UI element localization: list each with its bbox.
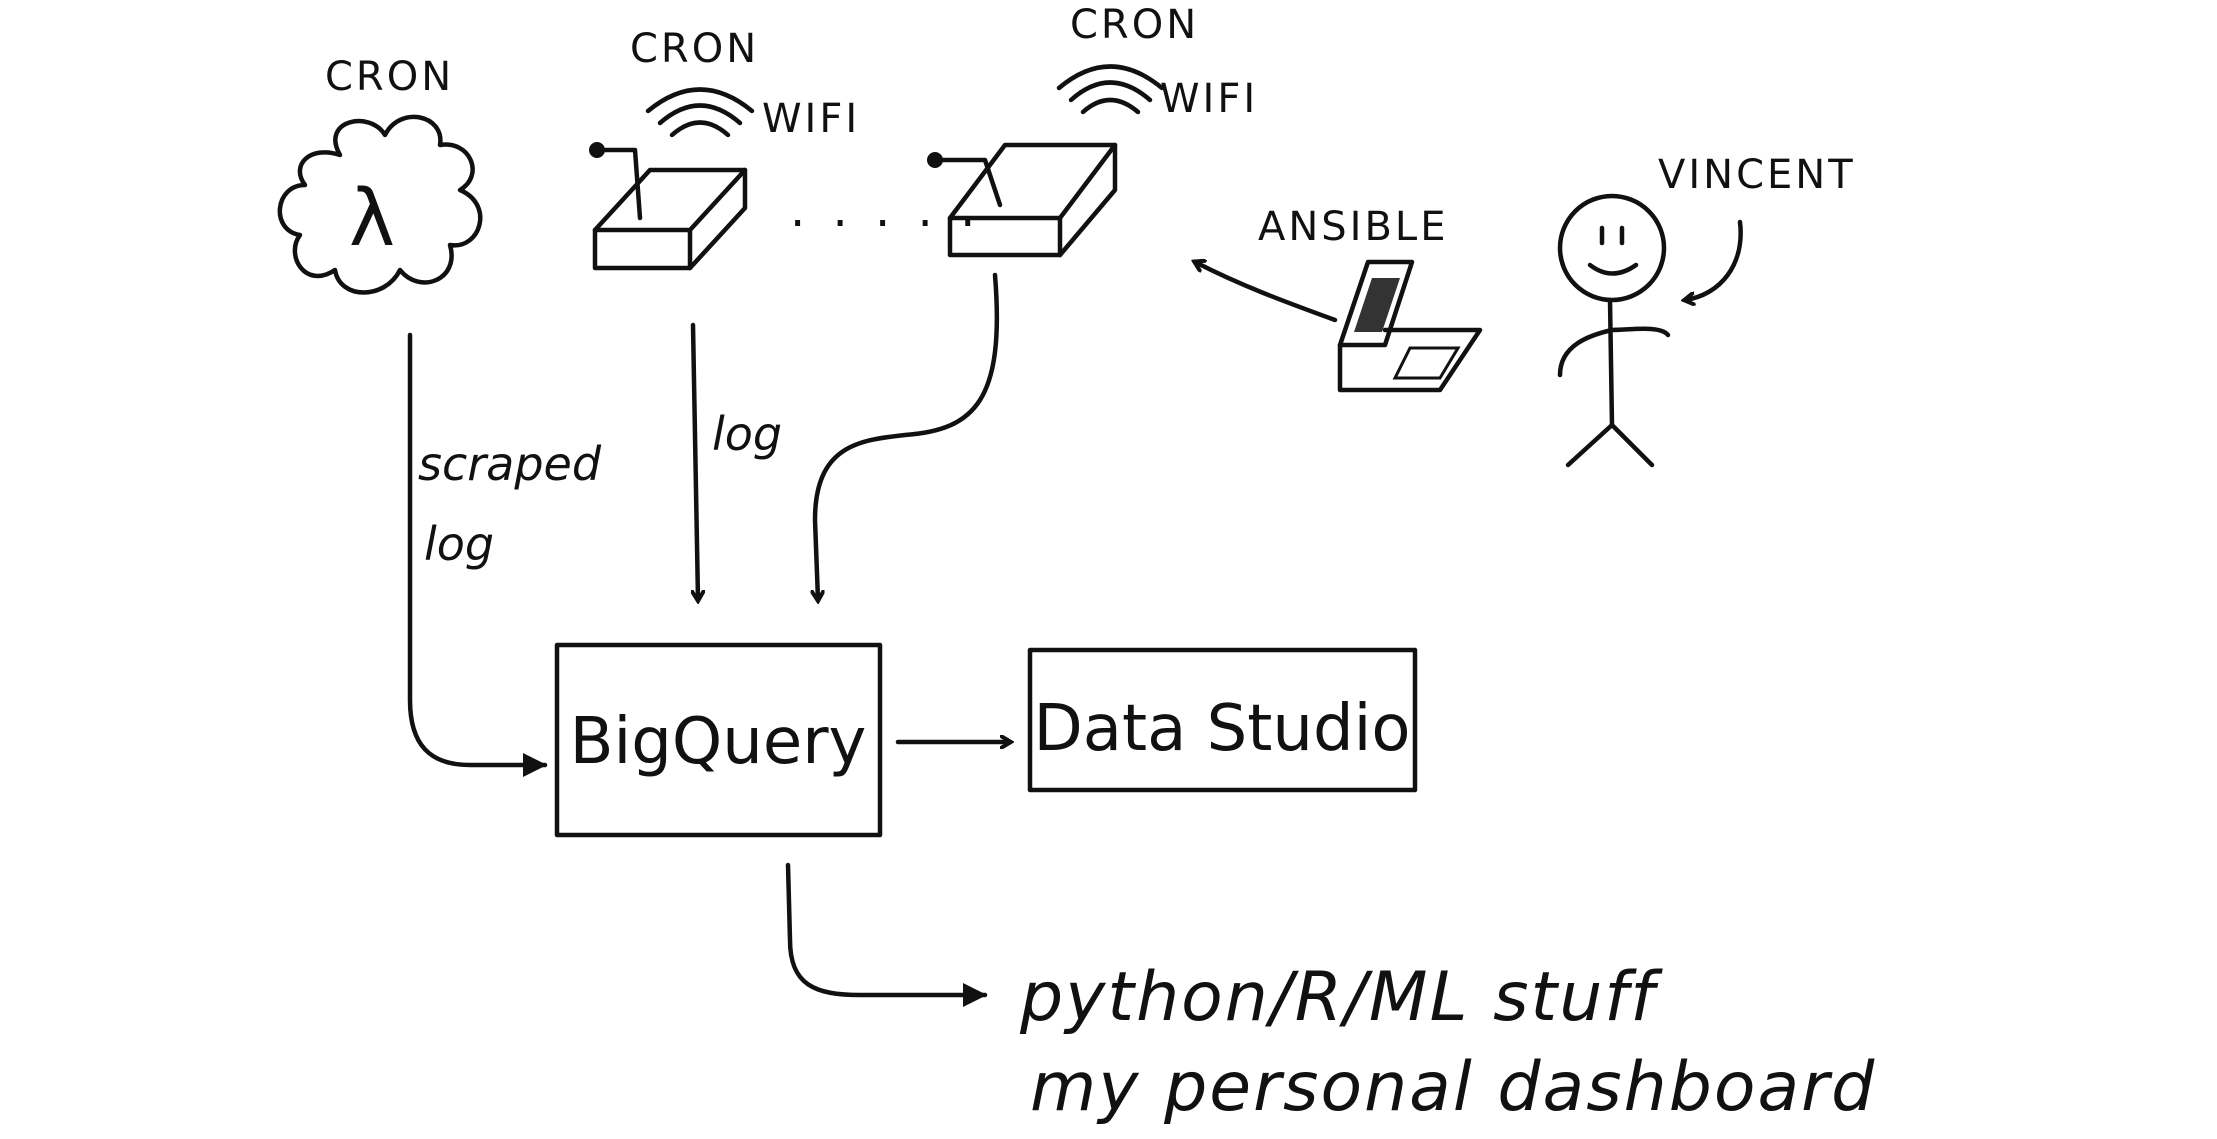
flow-edges	[407, 272, 1010, 1007]
device-node-1: CRON WIFI	[589, 26, 860, 271]
lambda-icon: λ	[349, 174, 395, 264]
ansible-label: ANSIBLE	[1258, 204, 1448, 250]
device1-log-edge	[690, 322, 698, 600]
wifi-icon	[1056, 64, 1165, 115]
cloud-icon	[277, 114, 483, 295]
device-log-edge-label: log	[712, 407, 782, 461]
laptop-icon	[1337, 259, 1483, 393]
cron-label-device-1: CRON	[630, 26, 759, 72]
cron-label-lambda: CRON	[325, 54, 454, 100]
device-node-2: CRON WIFI	[927, 2, 1258, 258]
datastudio-node: Data Studio	[1027, 647, 1418, 793]
bigquery-box	[554, 642, 883, 838]
device-icon	[927, 142, 1118, 258]
lambda-cloud-node: CRON λ	[277, 54, 483, 295]
datastudio-label: Data Studio	[1034, 692, 1411, 766]
ansible-laptop-node: ANSIBLE	[1195, 204, 1483, 393]
vincent-arrow	[1685, 219, 1743, 300]
bigquery-node: BigQuery	[554, 642, 883, 838]
stick-figure-icon	[1557, 193, 1671, 468]
ansible-arrow	[1195, 262, 1338, 323]
bigquery-to-output-edge	[785, 862, 988, 1007]
output-line-1: python/R/ML stuff	[1019, 958, 1663, 1037]
wifi-label-device-2: WIFI	[1160, 76, 1258, 122]
device2-log-edge	[815, 272, 1000, 600]
scraped-edge-label: scraped	[418, 437, 602, 491]
output-line-2: my personal dashboard	[1030, 1048, 1876, 1127]
bigquery-label: BigQuery	[570, 705, 867, 779]
wifi-icon	[645, 87, 755, 138]
scraped-log-edge-label: log	[424, 517, 494, 571]
cron-label-device-2: CRON	[1070, 2, 1199, 48]
vincent-node: VINCENT	[1557, 152, 1856, 468]
device-icon	[589, 142, 748, 271]
wifi-label-device-1: WIFI	[762, 96, 860, 142]
scraped-log-edge	[407, 332, 548, 777]
more-devices-dots: · · · · ·	[790, 196, 981, 252]
vincent-label: VINCENT	[1658, 152, 1856, 198]
datastudio-box	[1027, 647, 1418, 793]
